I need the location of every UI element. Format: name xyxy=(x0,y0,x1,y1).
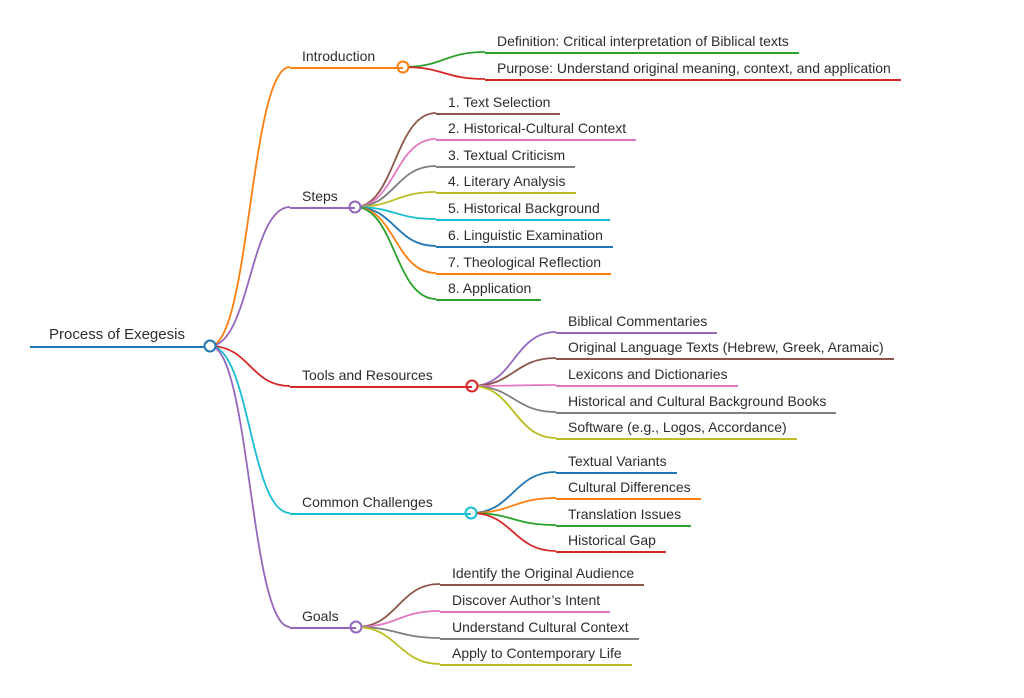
leaf-node-apply-to-contemporary-life: Apply to Contemporary Life xyxy=(440,644,632,666)
leaf-node-historical-gap: Historical Gap xyxy=(556,531,666,553)
leaf-node-linguistic-examination: 6. Linguistic Examination xyxy=(436,226,613,248)
leaf-node-background-books: Historical and Cultural Background Books xyxy=(556,392,837,414)
branch-node-goals: Goals xyxy=(290,607,356,629)
leaf-node-identify-original-audience: Identify the Original Audience xyxy=(440,564,645,586)
leaf-node-theological-reflection: 7. Theological Reflection xyxy=(436,253,612,275)
leaf-node-translation-issues: Translation Issues xyxy=(556,505,692,527)
link-tools-original-language xyxy=(471,357,557,387)
link-steps-7 xyxy=(354,206,437,274)
link-steps-2 xyxy=(354,138,437,208)
link-introduction-definition xyxy=(402,51,486,68)
link-steps-1 xyxy=(354,112,437,208)
leaf-node-definition: Definition: Critical interpretation of B… xyxy=(485,32,799,54)
link-root-tools xyxy=(209,345,291,387)
leaf-node-purpose: Purpose: Understand original meaning, co… xyxy=(485,59,901,81)
branch-node-tools-and-resources: Tools and Resources xyxy=(290,366,472,388)
leaf-node-software: Software (e.g., Logos, Accordance) xyxy=(556,418,797,440)
leaf-node-lexicons-and-dictionaries: Lexicons and Dictionaries xyxy=(556,365,738,387)
leaf-node-historical-cultural-context: 2. Historical-Cultural Context xyxy=(436,119,637,141)
link-tools-background-books xyxy=(471,385,557,413)
link-steps-8 xyxy=(354,206,437,300)
link-root-introduction xyxy=(209,66,291,347)
link-goals-audience xyxy=(355,583,441,628)
leaf-node-text-selection: 1. Text Selection xyxy=(436,93,561,115)
link-challenges-variants xyxy=(470,471,557,514)
link-steps-3 xyxy=(354,165,437,208)
leaf-node-cultural-differences: Cultural Differences xyxy=(556,478,701,500)
link-goals-apply xyxy=(355,626,441,665)
leaf-node-biblical-commentaries: Biblical Commentaries xyxy=(556,312,718,334)
link-introduction-purpose xyxy=(402,66,486,80)
leaf-node-original-language-texts: Original Language Texts (Hebrew, Greek, … xyxy=(556,338,894,360)
leaf-node-historical-background: 5. Historical Background xyxy=(436,199,610,221)
leaf-node-discover-authors-intent: Discover Author’s Intent xyxy=(440,591,611,613)
leaf-node-textual-criticism: 3. Textual Criticism xyxy=(436,146,576,168)
leaf-node-application: 8. Application xyxy=(436,279,542,301)
link-tools-software xyxy=(471,385,557,439)
leaf-node-understand-cultural-context: Understand Cultural Context xyxy=(440,618,639,640)
link-root-steps xyxy=(209,206,291,347)
branch-node-introduction: Introduction xyxy=(290,47,403,69)
link-root-challenges xyxy=(209,345,291,514)
root-node: Process of Exegesis xyxy=(30,326,204,348)
link-tools-lexicons xyxy=(471,384,557,387)
link-challenges-gap xyxy=(470,512,557,552)
leaf-node-literary-analysis: 4. Literary Analysis xyxy=(436,172,576,194)
branch-node-common-challenges: Common Challenges xyxy=(290,493,471,515)
leaf-node-textual-variants: Textual Variants xyxy=(556,452,677,474)
link-tools-commentaries xyxy=(471,331,557,387)
branch-node-steps: Steps xyxy=(290,187,355,209)
link-root-goals xyxy=(209,345,291,628)
root-node-circle[interactable] xyxy=(203,339,217,353)
